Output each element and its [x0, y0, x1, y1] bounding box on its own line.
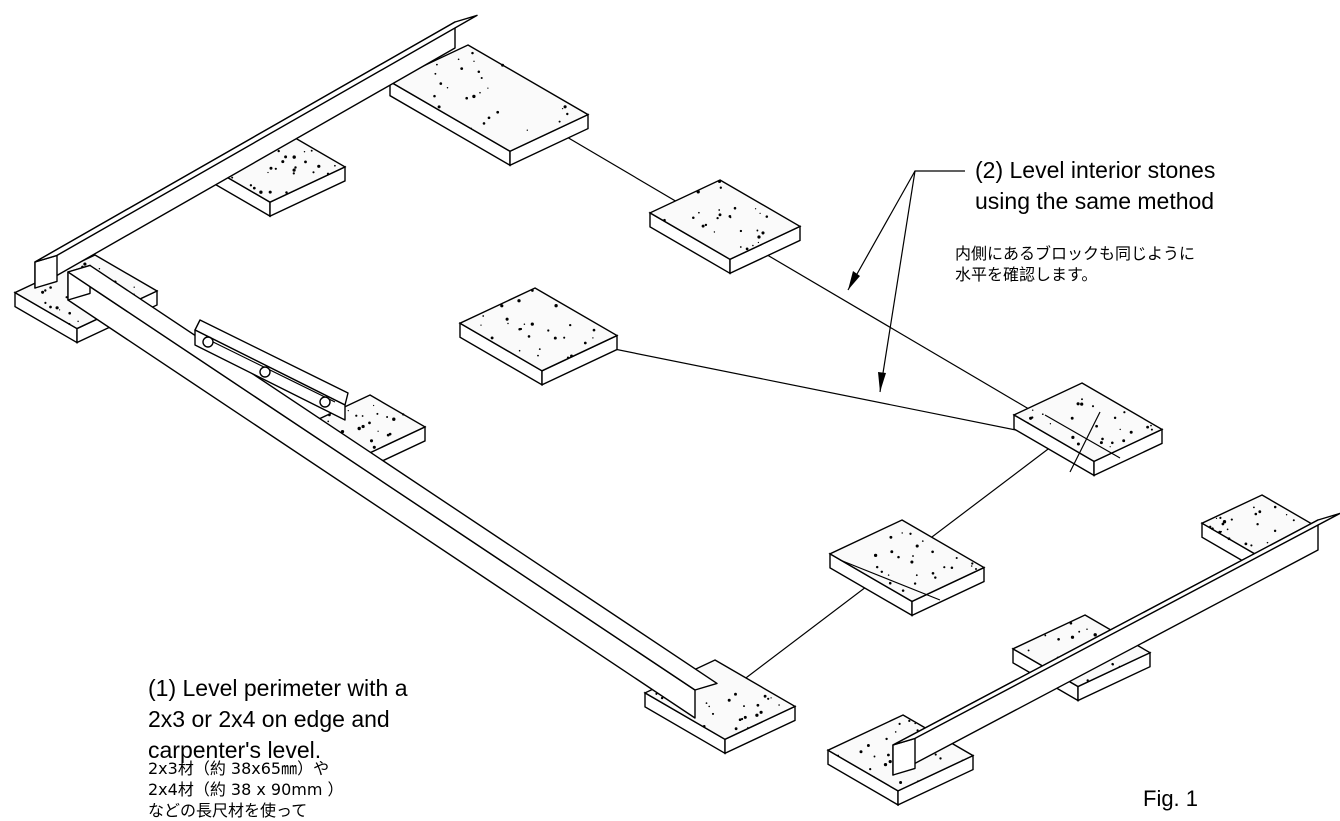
stone-right-middle	[1012, 382, 1164, 477]
perimeter-caption-line-2: 2x3 or 2x4 on edge and	[148, 706, 390, 732]
board-front-left	[67, 264, 718, 719]
stone-right-lower	[828, 519, 986, 617]
perimeter-caption-japanese: 2x3材（約 38x65㎜）や 2x4材（約 38 x 90mm ） などの長尺…	[148, 758, 344, 821]
board-far-right	[892, 512, 1340, 776]
string-line-top	[469, 79, 1091, 446]
figure-label: Fig. 1	[1143, 786, 1199, 811]
stone-left-back	[213, 134, 347, 218]
perimeter-caption-line-3: carpenter's level.	[148, 737, 322, 763]
stone-top-back	[388, 44, 590, 167]
interior-caption-japanese-line-2: 水平を確認します。	[955, 265, 1098, 284]
interior-caption-line-1: (2) Level interior stones	[975, 157, 1216, 183]
board-back-left	[34, 14, 478, 289]
leader-lines	[847, 170, 965, 393]
stone-center-back	[648, 179, 802, 275]
perimeter-caption-line-1: (1) Level perimeter with a	[148, 675, 408, 701]
perimeter-caption-japanese-line-1: 2x3材（約 38x65㎜）や	[148, 759, 330, 778]
concrete-stones	[13, 44, 1319, 807]
interior-caption-line-2: using the same method	[975, 188, 1215, 214]
interior-caption: (2) Level interior stones using the same…	[975, 155, 1215, 217]
carpenters-level	[194, 319, 349, 421]
perimeter-caption-japanese-line-2: 2x4材（約 38 x 90mm ）	[148, 780, 344, 799]
stone-center-middle	[458, 287, 619, 387]
string-crossings	[839, 411, 1121, 601]
perimeter-caption: (1) Level perimeter with a 2x3 or 2x4 on…	[148, 673, 408, 766]
boards	[34, 14, 1340, 776]
interior-caption-japanese-line-1: 内側にあるブロックも同じように	[955, 244, 1196, 263]
interior-caption-japanese: 内側にあるブロックも同じように 水平を確認します。	[955, 243, 1195, 285]
